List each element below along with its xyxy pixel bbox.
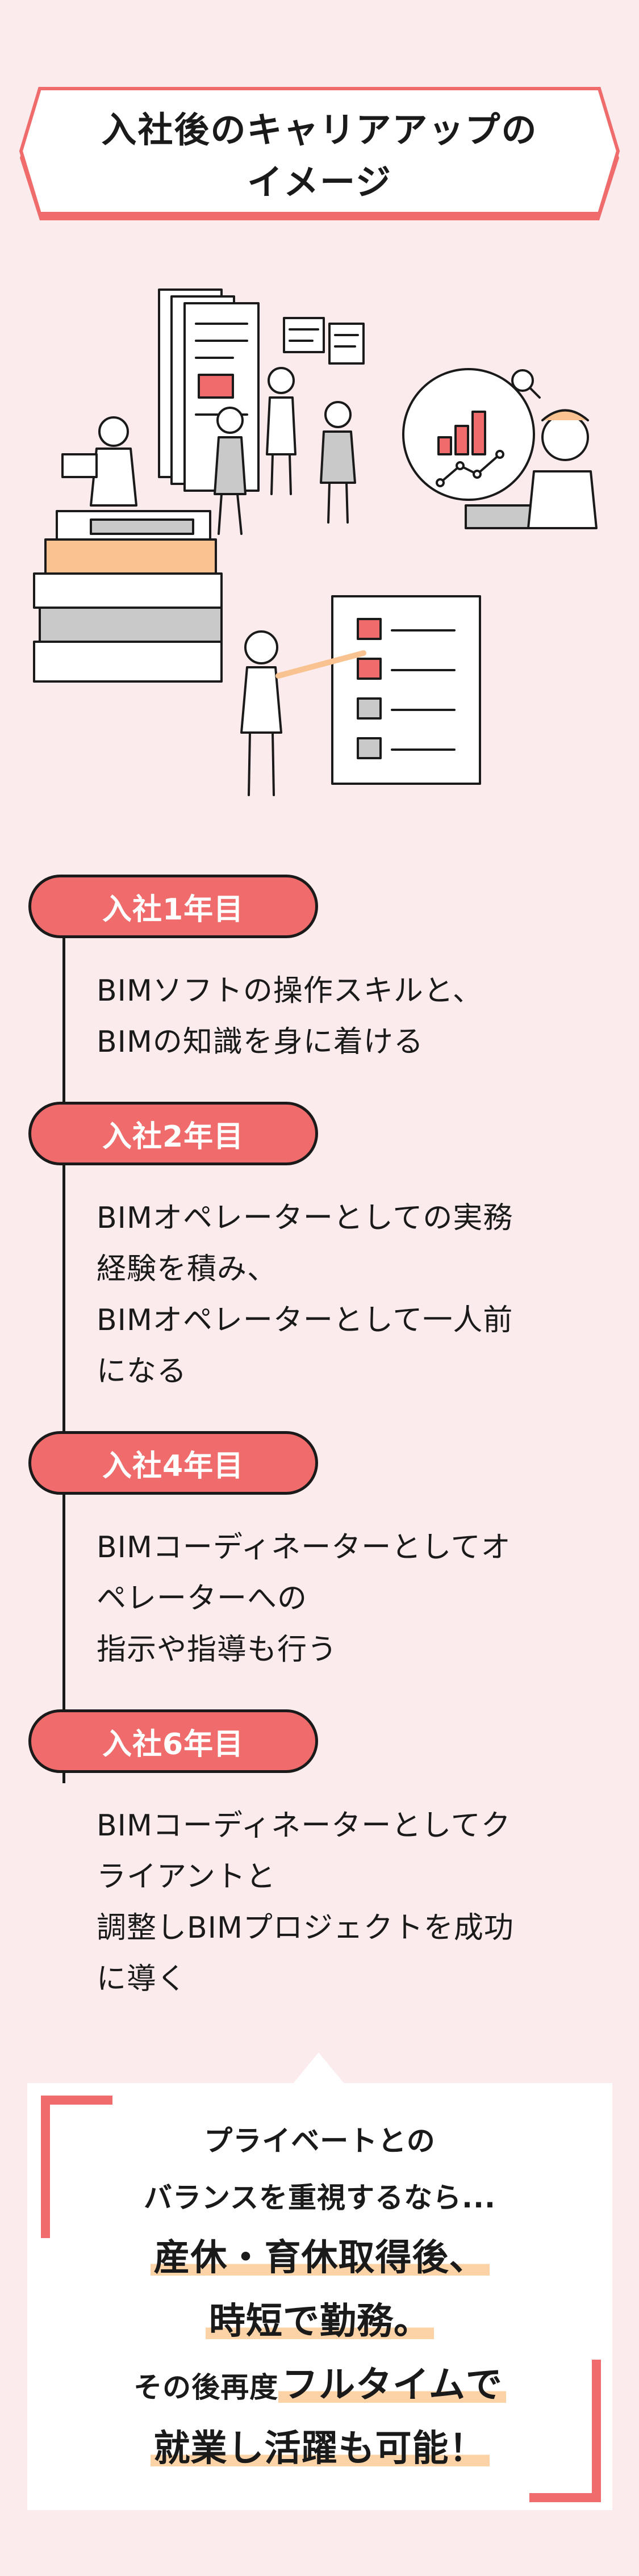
stage-description: BIMオペレーターとしての実務 経験を積み、 BIMオペレーターとして一人前 に…	[97, 1193, 596, 1397]
stage-desc-line: になる	[97, 1354, 187, 1389]
stage-label: 入社4年目	[28, 1431, 318, 1495]
card-line-4: 時短で勤務。	[27, 2290, 612, 2353]
pencil-person-icon	[240, 630, 366, 796]
stage-desc-line: BIMの知識を身に着ける	[97, 1025, 424, 1059]
stage-label: 入社1年目	[28, 875, 318, 938]
card-line-3: 産休・育休取得後、	[27, 2226, 612, 2290]
card-highlight: 時短で勤務。	[206, 2301, 434, 2343]
title-line-1: 入社後のキャリアアップの	[101, 109, 538, 150]
stage-description: BIMソフトの操作スキルと、 BIMの知識を身に着ける	[97, 965, 596, 1068]
card-line-2: バランスを重視するなら...	[144, 2181, 496, 2214]
stage-desc-line: ライアントと	[97, 1860, 276, 1894]
card-line-5: その後再度フルタイムで	[27, 2353, 612, 2417]
stage-desc-line: BIMコーディネーターとしてオ	[97, 1530, 511, 1565]
stage-desc-line: 経験を積み、	[97, 1252, 278, 1286]
card-content: プライベートとの バランスを重視するなら... 産休・育休取得後、 時短で勤務。…	[27, 2113, 612, 2481]
presenting-people-icon	[214, 317, 365, 535]
bracket-top-left	[41, 2096, 112, 2238]
title-line-2: イメージ	[247, 161, 392, 203]
stage-label: 入社2年目	[28, 1102, 318, 1165]
stage-desc-line: 調整しBIMプロジェクトを成功	[97, 1911, 514, 1945]
stage-desc-line: 指示や指導も行う	[97, 1633, 338, 1667]
stage-label: 入社6年目	[28, 1709, 318, 1773]
stage-desc-line: に導く	[97, 1962, 187, 1996]
stage-description: BIMコーディネーターとしてク ライアントと 調整しBIMプロジェクトを成功 に…	[97, 1800, 596, 2005]
stage-desc-line: BIMコーディネーターとしてク	[97, 1809, 511, 1843]
books-icon	[33, 510, 223, 683]
timeline-line	[62, 909, 65, 1783]
card-line-1: プライベートとの	[204, 2125, 436, 2157]
card-highlight: 就業し活躍も可能！	[150, 2428, 490, 2470]
card-highlight: 産休・育休取得後、	[150, 2237, 490, 2279]
page-title: 入社後のキャリアアップの イメージ	[17, 85, 622, 227]
checklist-icon	[331, 595, 481, 785]
stage-desc-line: BIMオペレーターとして一人前	[97, 1303, 513, 1337]
documents-icon	[158, 288, 260, 492]
card-line-6: 就業し活躍も可能！	[27, 2417, 612, 2481]
stage-description: BIMコーディネーターとしてオ ペレーターへの 指示や指導も行う	[97, 1522, 596, 1675]
stage-desc-line: BIMソフトの操作スキルと、	[97, 974, 483, 1008]
laptop-person-icon	[465, 409, 598, 529]
bracket-bottom-right	[529, 2360, 601, 2502]
card-pointer	[293, 2052, 345, 2084]
stage-desc-line: ペレーターへの	[97, 1582, 308, 1616]
career-illustration	[33, 288, 598, 796]
card-line-5-prefix: その後再度	[133, 2371, 279, 2404]
career-timeline: 入社1年目 BIMソフトの操作スキルと、 BIMの知識を身に着ける 入社2年目 …	[0, 875, 639, 2010]
card-highlight: フルタイムで	[278, 2364, 506, 2406]
reading-person-icon	[61, 416, 137, 507]
title-badge: 入社後のキャリアアップの イメージ	[17, 85, 622, 233]
stage-desc-line: BIMオペレーターとしての実務	[97, 1201, 513, 1235]
chart-analysis-icon	[402, 368, 541, 501]
